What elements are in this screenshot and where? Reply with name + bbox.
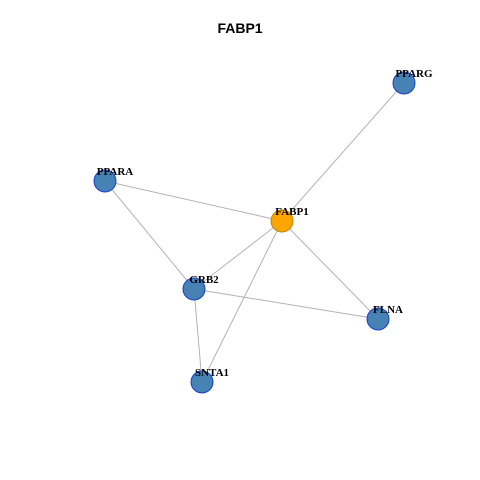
node-fabp1: [270, 209, 294, 233]
edge-fabp1-snta1: [201, 220, 283, 383]
node-label-grb2: GRB2: [189, 274, 219, 286]
node-label-snta1: SNTA1: [195, 367, 229, 379]
node-label-pparg: PPARG: [395, 68, 433, 80]
edge-fabp1-ppara: [104, 180, 283, 222]
node-flna: [366, 307, 390, 331]
edge-fabp1-pparg: [281, 82, 405, 222]
node-label-ppara: PPARA: [97, 166, 134, 178]
node-label-fabp1: FABP1: [275, 206, 308, 218]
node-snta1: [190, 370, 214, 394]
edge-fabp1-flna: [281, 220, 379, 320]
node-grb2: [182, 277, 206, 301]
node-label-flna: FLNA: [373, 304, 403, 316]
edge-fabp1-grb2: [193, 220, 283, 290]
edge-layer: [104, 82, 405, 383]
node-pparg: [392, 71, 416, 95]
figure-title: FABP1: [217, 20, 263, 36]
edge-grb2-snta1: [193, 288, 203, 383]
edge-ppara-grb2: [104, 180, 195, 290]
node-layer: [93, 71, 416, 394]
edge-grb2-flna: [193, 288, 379, 320]
node-ppara: [93, 169, 117, 193]
